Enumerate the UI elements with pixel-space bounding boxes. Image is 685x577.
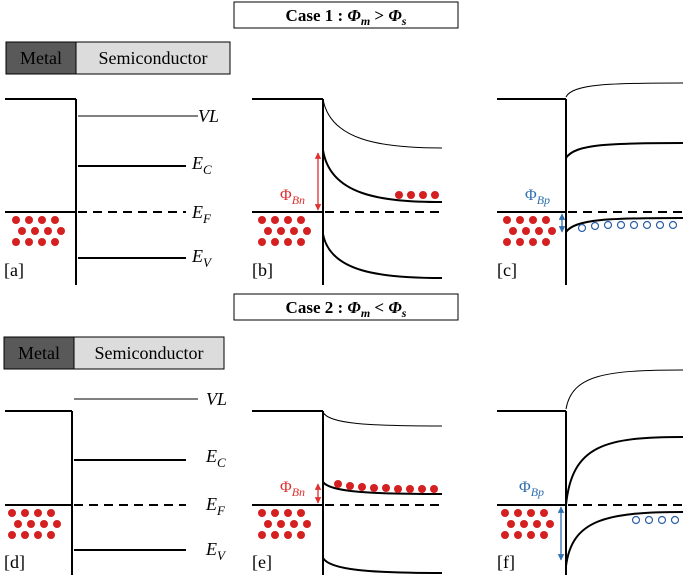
label-ev-d: EV <box>205 539 227 563</box>
panel-a <box>5 98 198 285</box>
case1-relation: > <box>370 6 388 25</box>
conduction-band-f <box>565 436 684 506</box>
label-ec-a: EC <box>191 153 212 177</box>
barrier-label-e: ΦBn <box>280 479 305 499</box>
panel-f <box>497 369 684 575</box>
electrons-a <box>12 216 65 246</box>
label-vl-a: VL <box>198 106 219 126</box>
label-ev-a: EV <box>191 246 213 270</box>
electrons-d <box>8 509 61 539</box>
legend-metal-top: Metal <box>20 48 62 68</box>
panel-label-e: [e] <box>252 552 272 572</box>
panel-label-c: [c] <box>497 260 517 280</box>
legend-semiconductor-bottom: Semiconductor <box>95 343 204 363</box>
case2-phi-m: Φ <box>347 298 361 317</box>
electrons-e <box>258 480 438 539</box>
legend-metal-bottom: Metal <box>18 343 60 363</box>
svg-text:Case 1 : Φm > Φs: Case 1 : Φm > Φs <box>286 6 407 28</box>
vacuum-level-e <box>322 411 443 427</box>
label-vl-d: VL <box>206 389 227 409</box>
barrier-label-f: ΦBp <box>519 479 544 499</box>
vacuum-level-b <box>322 98 443 149</box>
label-ef-d: EF <box>205 494 226 518</box>
valence-band-c <box>565 217 684 233</box>
case1-phi-s: Φ <box>388 6 402 25</box>
case1-sub-m: m <box>361 14 370 28</box>
svg-text:Case 2 : Φm < Φs: Case 2 : Φm < Φs <box>286 298 407 320</box>
barrier-label-c: ΦBp <box>525 187 550 207</box>
valence-band-f <box>565 511 684 567</box>
legend-bottom: Metal Semiconductor <box>3 336 225 370</box>
label-ef-a: EF <box>191 202 212 226</box>
case1-label: Case 1 : <box>286 6 348 25</box>
case2-phi-s: Φ <box>388 298 402 317</box>
case1-title-box: Case 1 : Φm > Φs <box>233 1 459 29</box>
holes-f <box>631 515 680 525</box>
panel-d <box>5 398 198 575</box>
electrons-c <box>503 216 556 246</box>
case2-relation: < <box>370 298 388 317</box>
panel-c <box>497 82 684 285</box>
barrier-label-b: ΦBn <box>280 187 305 207</box>
panel-e <box>252 410 443 575</box>
case2-label: Case 2 : <box>286 298 348 317</box>
legend-semiconductor-top: Semiconductor <box>99 48 208 68</box>
conduction-band-b <box>322 149 443 203</box>
case1-sub-s: s <box>401 14 407 28</box>
case2-title-box: Case 2 : Φm < Φs <box>233 293 459 321</box>
legend-top: Metal Semiconductor <box>5 41 231 75</box>
holes-c <box>577 220 678 233</box>
panel-label-b: [b] <box>252 260 273 280</box>
case2-sub-m: m <box>361 306 370 320</box>
label-ec-d: EC <box>205 446 226 470</box>
conduction-band-c <box>565 142 684 159</box>
case1-phi-m: Φ <box>347 6 361 25</box>
panel-b <box>252 98 443 285</box>
electrons-b <box>258 191 439 246</box>
valence-band-e <box>322 557 443 574</box>
vacuum-level-c <box>565 82 684 98</box>
panel-label-d: [d] <box>4 552 25 572</box>
vacuum-level-f <box>565 369 684 410</box>
case2-sub-s: s <box>401 306 407 320</box>
panel-label-f: [f] <box>497 552 515 572</box>
panel-label-a: [a] <box>4 260 24 280</box>
electrons-f <box>501 509 554 539</box>
conduction-band-e <box>322 481 443 495</box>
valence-band-b <box>322 233 443 279</box>
